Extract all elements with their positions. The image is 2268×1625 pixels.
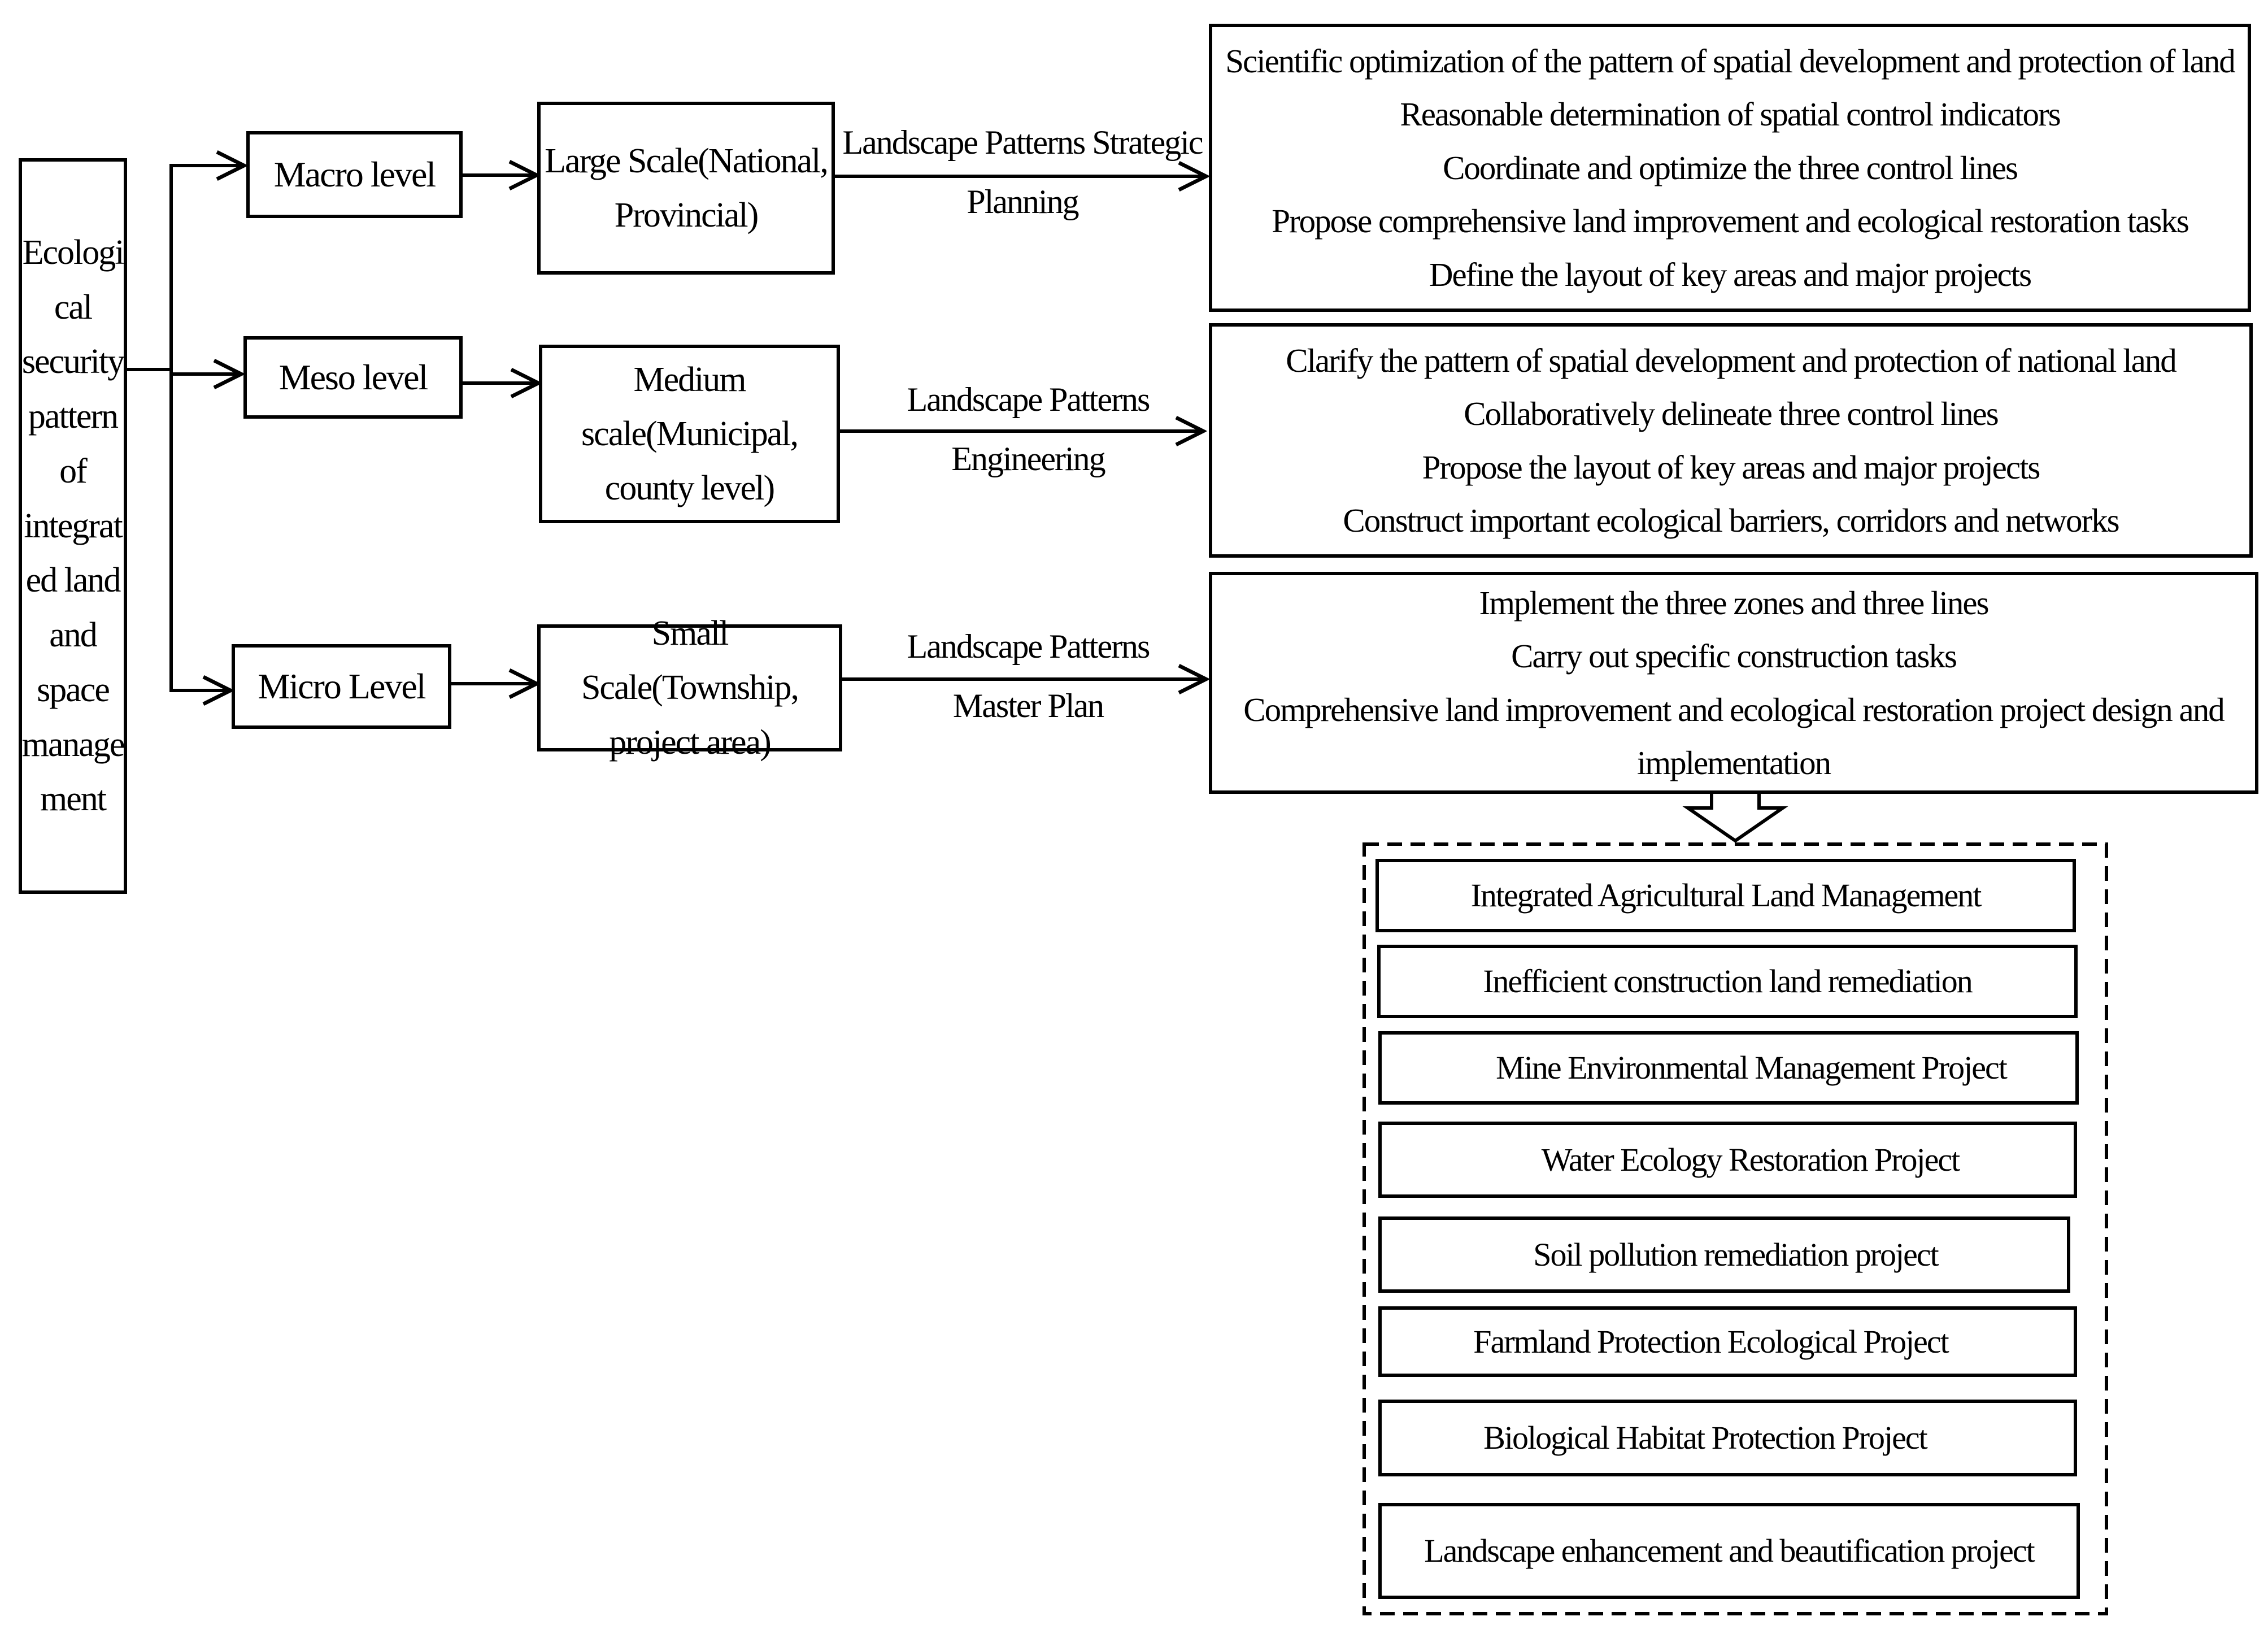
main-box-line: cal xyxy=(54,288,93,327)
macro-level-box: Macro level xyxy=(246,131,463,218)
medium-scale-line: scale(Municipal, xyxy=(581,414,799,453)
micro-level-label: Micro Level xyxy=(258,666,426,707)
strategic-planning-line: Planning xyxy=(967,183,1079,220)
micro-level-box: Micro Level xyxy=(232,644,451,729)
project-label: Soil pollution remediation project xyxy=(1533,1236,1939,1273)
main-box-line: security xyxy=(21,342,125,381)
meso-task-item: Propose the layout of key areas and majo… xyxy=(1422,448,2041,486)
main-box-line: integrat xyxy=(24,506,123,545)
projects-dashed-container xyxy=(1362,842,2108,1615)
main-box-line: and xyxy=(49,616,98,655)
meso-level-box: Meso level xyxy=(243,336,463,419)
meso-task-item: Collaboratively delineate three control … xyxy=(1464,395,1999,433)
small-scale-line: project area) xyxy=(609,723,771,762)
project-label: Farmland Protection Ecological Project xyxy=(1473,1323,1949,1360)
meso-level-label: Meso level xyxy=(278,357,429,398)
project-box-landscape-enhancement: Landscape enhancement and beautification… xyxy=(1378,1503,2080,1599)
project-box-biological-habitat: Biological Habitat Protection Project xyxy=(1378,1400,2077,1476)
down-arrow-icon xyxy=(1682,794,1788,843)
main-box-line: pattern xyxy=(28,397,119,436)
strategic-planning-line: Landscape Patterns Strategic xyxy=(842,124,1203,161)
medium-scale-line: Medium xyxy=(633,360,746,399)
main-box-line: ment xyxy=(40,780,107,819)
master-plan-line: Landscape Patterns xyxy=(907,628,1151,665)
main-box-line: space xyxy=(37,670,110,709)
micro-task-item: implementation xyxy=(1636,744,1831,781)
project-label: Biological Habitat Protection Project xyxy=(1483,1419,1928,1457)
medium-scale-line: county level) xyxy=(604,469,775,508)
small-scale-box: Small Scale(Township, project area) xyxy=(537,614,842,762)
project-box-mine-environment: Mine Environmental Management Project xyxy=(1378,1031,2079,1105)
main-ecological-security-box: Ecologi cal security pattern of integrat… xyxy=(19,158,127,894)
main-box-line: of xyxy=(59,451,88,490)
small-scale-line: Small Scale(Township, xyxy=(581,614,799,707)
medium-scale-box: Medium scale(Municipal, county level) xyxy=(539,345,840,523)
project-box-construction-land: Inefficient construction land remediatio… xyxy=(1377,945,2078,1018)
engineering-line: Engineering xyxy=(951,440,1105,477)
strategic-planning-label: Landscape Patterns Strategic Planning xyxy=(836,113,1209,232)
main-box-line: ed land xyxy=(25,561,121,600)
meso-task-item: Clarify the pattern of spatial developme… xyxy=(1286,341,2177,379)
meso-tasks-box: Clarify the pattern of spatial developme… xyxy=(1209,323,2253,558)
project-box-farmland-protection: Farmland Protection Ecological Project xyxy=(1378,1306,2077,1377)
macro-task-item: Reasonable determination of spatial cont… xyxy=(1400,95,2061,133)
macro-task-item: Propose comprehensive land improvement a… xyxy=(1272,202,2189,240)
engineering-line: Landscape Patterns xyxy=(907,381,1151,418)
project-box-agricultural-land: Integrated Agricultural Land Management xyxy=(1375,859,2076,932)
project-label: Integrated Agricultural Land Management xyxy=(1470,877,1982,914)
meso-task-item: Construct important ecological barriers,… xyxy=(1343,501,2119,539)
macro-task-item: Coordinate and optimize the three contro… xyxy=(1443,149,2018,186)
master-plan-label: Landscape Patterns Master Plan xyxy=(847,617,1209,736)
project-label: Mine Environmental Management Project xyxy=(1496,1049,2008,1087)
master-plan-line: Master Plan xyxy=(952,687,1104,724)
macro-level-label: Macro level xyxy=(273,154,436,195)
micro-task-item: Comprehensive land improvement and ecolo… xyxy=(1243,690,2225,728)
micro-task-item: Implement the three zones and three line… xyxy=(1479,584,1990,622)
project-label: Inefficient construction land remediatio… xyxy=(1483,963,1973,1000)
macro-task-item: Define the layout of key areas and major… xyxy=(1429,255,2032,293)
project-label: Water Ecology Restoration Project xyxy=(1541,1141,1960,1178)
project-label: Landscape enhancement and beautification… xyxy=(1424,1532,2035,1570)
large-scale-box: Large Scale(National, Provincial) xyxy=(537,102,835,275)
large-scale-line: Provincial) xyxy=(614,196,759,234)
large-scale-line: Large Scale(National, xyxy=(545,141,829,180)
engineering-label: Landscape Patterns Engineering xyxy=(847,370,1209,489)
micro-task-item: Carry out specific construction tasks xyxy=(1511,637,1957,675)
macro-tasks-box: Scientific optimization of the pattern o… xyxy=(1209,24,2251,312)
main-box-line: Ecologi xyxy=(22,233,125,272)
project-box-soil-pollution: Soil pollution remediation project xyxy=(1378,1216,2070,1293)
macro-task-item: Scientific optimization of the pattern o… xyxy=(1225,42,2236,80)
main-box-line: manage xyxy=(21,725,125,764)
micro-tasks-box: Implement the three zones and three line… xyxy=(1209,572,2258,794)
project-box-water-ecology: Water Ecology Restoration Project xyxy=(1378,1122,2077,1198)
